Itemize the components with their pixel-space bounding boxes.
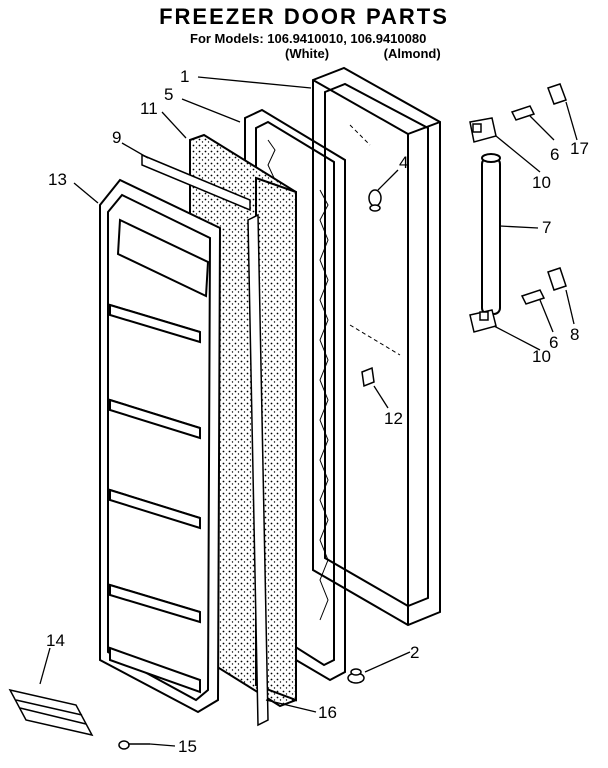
color-variants: (White) (Almond) <box>285 46 441 61</box>
callout-1: 1 <box>180 67 189 86</box>
callout-13: 13 <box>48 170 67 189</box>
trim-strip <box>141 153 251 212</box>
callout-17: 17 <box>570 139 589 158</box>
vertical-trim <box>247 213 269 727</box>
callout-numbers: 1 5 11 9 13 4 6 17 10 7 6 8 10 12 2 14 1… <box>46 67 589 756</box>
callout-4: 4 <box>399 153 408 172</box>
variant-almond: (Almond) <box>383 46 441 61</box>
callout-10-upper: 10 <box>532 173 551 192</box>
plug-part-4 <box>368 189 382 212</box>
callout-12: 12 <box>384 409 403 428</box>
callout-5: 5 <box>164 85 173 104</box>
callout-16: 16 <box>318 703 337 722</box>
shelf-retainer-bar <box>8 688 94 737</box>
callout-10-lower: 10 <box>532 347 551 366</box>
plug-part-2 <box>347 668 365 684</box>
models-line: For Models: 106.9410010, 106.9410080 <box>190 31 427 46</box>
callout-9: 9 <box>112 128 121 147</box>
door-handle <box>481 153 501 315</box>
callout-15: 15 <box>178 737 197 756</box>
door-liner <box>99 178 222 714</box>
callout-6-upper: 6 <box>550 145 559 164</box>
clip-part-12 <box>361 366 375 388</box>
lower-handle-mount <box>469 267 567 333</box>
callout-8: 8 <box>570 325 579 344</box>
upper-handle-mount <box>469 83 567 143</box>
callout-6-lower: 6 <box>549 333 558 352</box>
callout-7: 7 <box>542 218 551 237</box>
leader-lines <box>39 76 578 747</box>
callout-2: 2 <box>410 643 419 662</box>
screw-part-15 <box>118 740 150 750</box>
diagram-title: FREEZER DOOR PARTS <box>159 4 449 29</box>
callout-14: 14 <box>46 631 65 650</box>
callout-11: 11 <box>140 99 158 118</box>
variant-white: (White) <box>285 46 330 61</box>
